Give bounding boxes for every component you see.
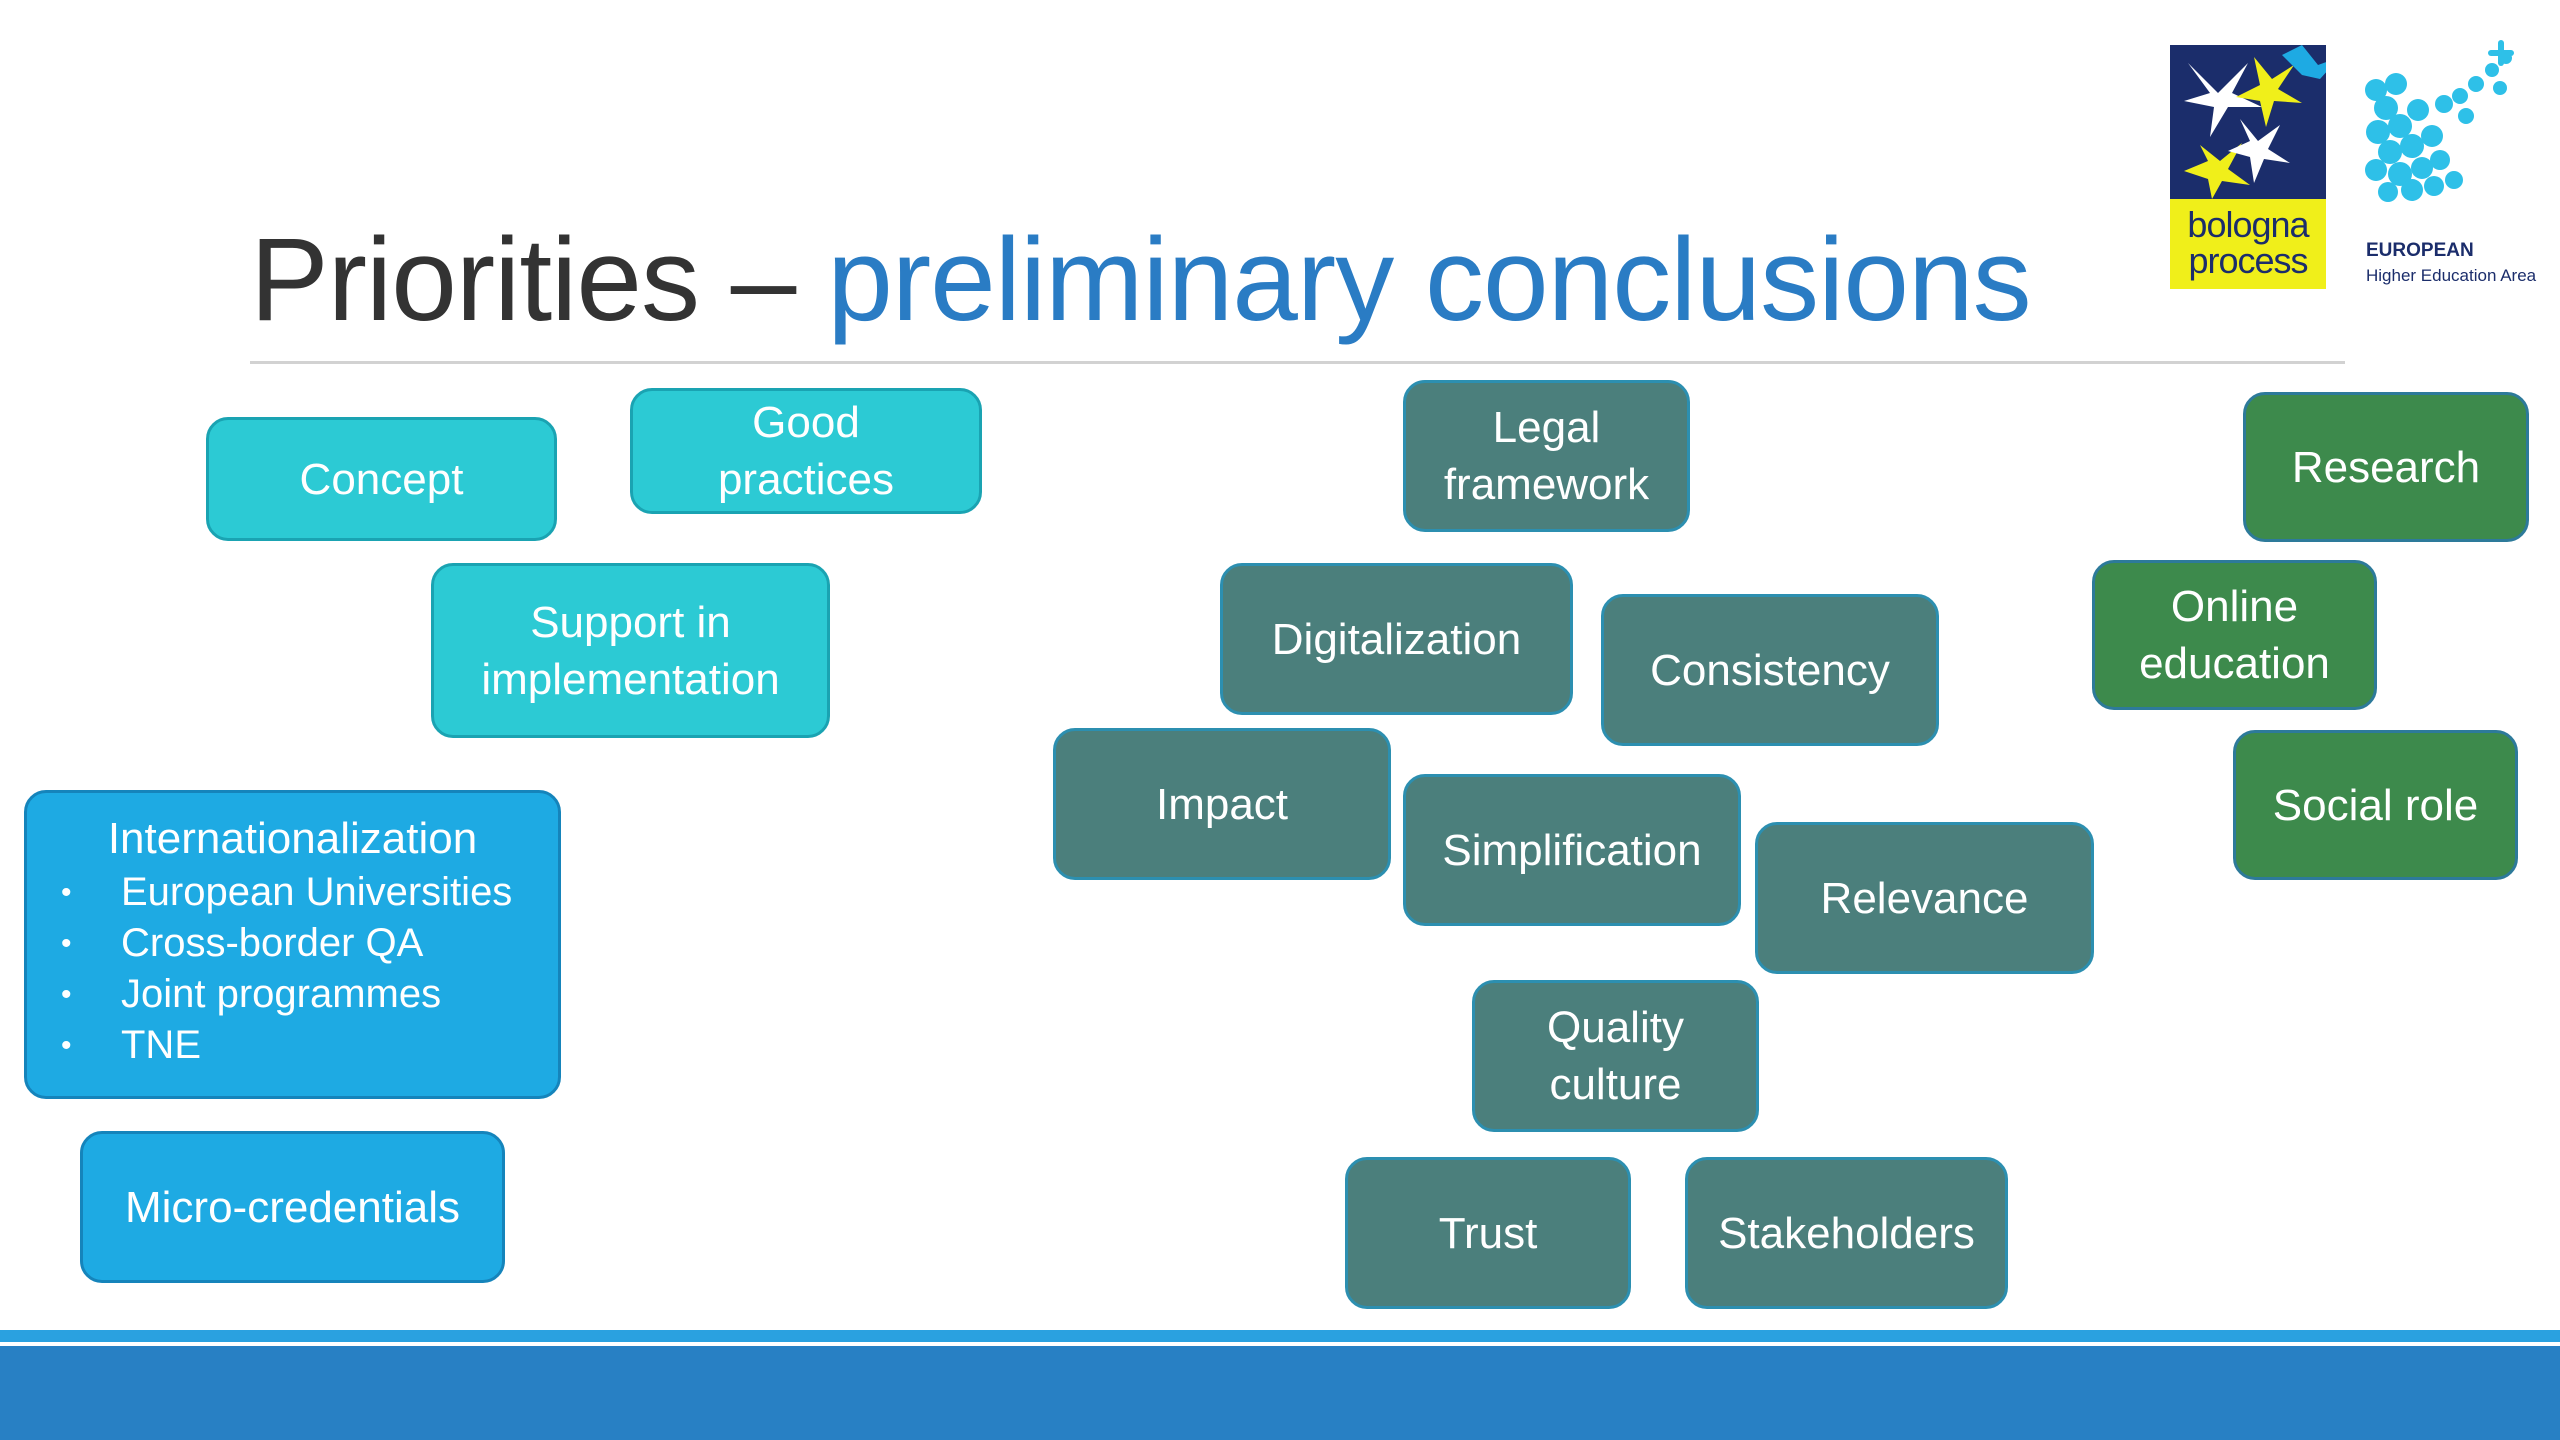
quality-culture-line-1: Quality (1547, 1003, 1684, 1052)
stakeholders-box: Stakeholders (1685, 1157, 2008, 1309)
internationalization-box: Internationalization • European Universit… (24, 790, 561, 1099)
support-line-2: implementation (481, 654, 780, 704)
digitalization-label: Digitalization (1271, 614, 1522, 664)
ehea-title: EUROPEAN (2366, 240, 2474, 261)
legal-framework-box: Legal framework (1403, 380, 1690, 532)
online-education-box: Online education (2092, 560, 2377, 710)
trust-label: Trust (1438, 1208, 1538, 1258)
simplification-box: Simplification (1403, 774, 1741, 926)
ehea-logo: EUROPEAN Higher Education Area (2356, 40, 2560, 290)
bologna-stars-graphic (2170, 45, 2326, 199)
consistency-box: Consistency (1601, 594, 1939, 746)
good-practices-line-1: Good (752, 398, 860, 447)
title-divider (250, 361, 2345, 364)
support-implementation-box: Support in implementation (431, 563, 830, 738)
micro-credentials-label: Micro-credentials (125, 1182, 460, 1232)
relevance-box: Relevance (1755, 822, 2094, 974)
concept-box: Concept (206, 417, 557, 541)
list-item-text: European Universities (121, 870, 513, 914)
bologna-word: bologna (2187, 204, 2309, 245)
legal-framework-line-2: framework (1443, 460, 1650, 509)
bullet-icon: • (61, 1029, 72, 1062)
bullet-icon: • (61, 876, 72, 909)
list-item: • TNE (61, 1020, 512, 1071)
internationalization-title: Internationalization (107, 814, 478, 863)
micro-credentials-box: Micro-credentials (80, 1131, 505, 1283)
title-part-2: preliminary conclusions (827, 214, 2031, 346)
quality-culture-line-2: culture (1549, 1060, 1682, 1109)
bologna-logo-text: bologna process (2170, 207, 2326, 279)
slide-title: Priorities – preliminary conclusions (250, 205, 2032, 355)
footer-accent-line (0, 1330, 2560, 1342)
research-label: Research (2291, 442, 2481, 492)
concept-label: Concept (299, 454, 464, 504)
list-item: • Joint programmes (61, 969, 512, 1020)
quality-culture-box: Quality culture (1472, 980, 1759, 1132)
title-part-1: Priorities – (250, 214, 828, 346)
footer-bar (0, 1346, 2560, 1440)
list-item: • European Universities (61, 867, 512, 918)
bullet-icon: • (61, 927, 72, 960)
digitalization-box: Digitalization (1220, 563, 1573, 715)
internationalization-list: •European Universities •Cross-border QA … (27, 867, 512, 1071)
ehea-puzzle-graphic (2365, 40, 2514, 202)
list-item-text: Cross-border QA (121, 921, 424, 965)
relevance-label: Relevance (1820, 873, 2029, 923)
support-line-1: Support in (530, 597, 731, 647)
impact-label: Impact (1155, 779, 1289, 829)
bologna-process-logo: bologna process (2170, 45, 2326, 289)
online-education-line-1: Online (2170, 582, 2299, 631)
stakeholders-label: Stakeholders (1718, 1208, 1975, 1258)
bullet-icon: • (61, 978, 72, 1011)
trust-box: Trust (1345, 1157, 1631, 1309)
list-item-text: TNE (121, 1023, 201, 1067)
social-role-label: Social role (2272, 780, 2479, 830)
ehea-subtitle: Higher Education Area (2366, 266, 2537, 285)
good-practices-line-2: practices (717, 455, 895, 504)
social-role-box: Social role (2233, 730, 2518, 880)
consistency-label: Consistency (1650, 645, 1890, 695)
legal-framework-line-1: Legal (1492, 403, 1601, 452)
research-box: Research (2243, 392, 2529, 542)
good-practices-box: Good practices (630, 388, 982, 514)
list-item-text: Joint programmes (121, 972, 442, 1016)
online-education-line-2: education (2139, 639, 2330, 688)
list-item: • Cross-border QA (61, 918, 512, 969)
process-word: process (2188, 240, 2308, 281)
simplification-label: Simplification (1442, 825, 1702, 875)
impact-box: Impact (1053, 728, 1391, 880)
